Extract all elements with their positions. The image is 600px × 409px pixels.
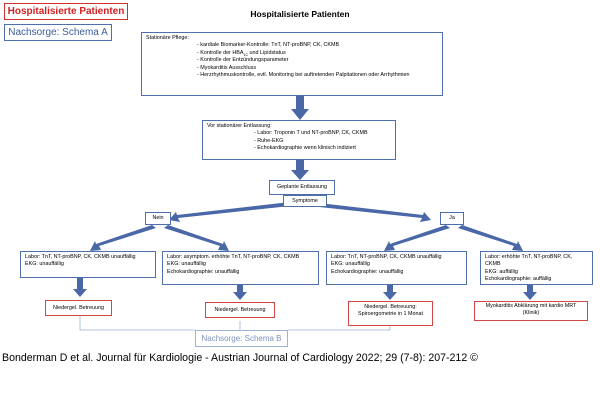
branch-line: EKG: unauffällig [167,261,206,268]
branch-line: Labor: TnT, NT-proBNP, CK, CKMB unauffäl… [25,254,136,260]
branch-line: EKG: auffällig [485,268,518,275]
arrow-to-branch-2 [164,225,229,251]
stationary-care-box: Stationäre Pflege: - kardiale Biomarker-… [141,32,443,96]
branch-line: Labor: TnT, NT-proBNP, CK, CKMB unauffäl… [331,254,442,260]
arrow-down-1 [291,96,309,120]
bracket-left [79,316,195,331]
pre-discharge-item: - Labor: Troponin T und NT-proBNP, CK, C… [254,130,368,137]
outcome-box-1: Niedergel. Betreuung [45,300,112,316]
outcome-line: Myokarditis Abklärung mit kardio MRT [485,303,577,309]
arrow-outcome-3 [383,285,397,300]
stationary-care-item: - Kontrolle der HBA1C und Lipidstatus [197,49,286,57]
outcome-line: Spiroergometrie in 1 Monat [357,311,424,318]
pre-discharge-item: - Echokardiographie wenn klinisch indizi… [254,145,356,152]
arrow-to-branch-4 [458,225,523,251]
arrow-to-nein [169,202,290,222]
outcome-box-2: Niedergel. Betreuung [205,302,275,318]
outcome-box-3: Niedergel. Betreuung: Spiroergometrie in… [348,301,433,326]
branch-line: EKG: unauffällig [331,261,370,268]
stationary-care-heading: Stationäre Pflege: [146,35,189,41]
hospitalized-tag: Hospitalisierte Patienten [4,3,128,20]
outcome-line: (Klinik) [522,310,540,317]
arrow-to-branch-1 [90,225,156,251]
branch-line: Labor: erhöhte TnT, NT-proBNP, CK, CKMB [485,254,573,268]
arrow-to-branch-3 [384,225,450,251]
stationary-care-item: - Myokarditis Ausschluss [197,64,257,71]
arrow-to-ja [310,202,431,222]
bracket-right [288,326,391,331]
followup-a-tag: Nachsorge: Schema A [4,24,112,41]
branch-box-4: Labor: erhöhte TnT, NT-proBNP, CK, CKMB … [480,251,593,285]
branch-line: Echokardiographie: auffällig [485,276,552,283]
no-box: Nein [145,212,171,225]
branch-line: EKG: unauffällig [25,261,64,268]
arrow-outcome-1 [73,278,87,297]
arrow-outcome-2 [233,285,247,300]
pre-discharge-item: - Ruhe-EKG [254,137,284,144]
branch-line: Labor: asymptom. erhöhte TnT, NT-proBNP,… [167,254,300,260]
branch-box-2: Labor: asymptom. erhöhte TnT, NT-proBNP,… [162,251,319,285]
arrow-outcome-4 [523,285,537,300]
branch-line: Echokardiographie: unauffällig [331,268,404,275]
stationary-care-item: - kardiale Biomarker-Kontrolle: TnT, NT-… [197,42,340,49]
planned-discharge-box: Geplante Entlassung [269,180,335,195]
chart-title: Hospitalisierte Patienten [250,9,350,19]
branch-line: Echokardiographie: unauffällig [167,268,240,275]
followup-b-box: Nachsorge: Schema B [195,330,288,347]
outcome-box-4: Myokarditis Abklärung mit kardio MRT (Kl… [474,301,588,321]
stationary-care-item: - Kontrolle der Entzündungsparameter [197,57,289,64]
yes-box: Ja [440,212,464,225]
outcome-line: Niedergel. Betreuung: [364,304,417,310]
pre-discharge-box: Vor stationärer Entlassung: - Labor: Tro… [202,120,396,160]
symptoms-box: Symptome [283,195,327,207]
pre-discharge-heading: Vor stationärer Entlassung: [207,123,272,129]
branch-box-3: Labor: TnT, NT-proBNP, CK, CKMB unauffäl… [326,251,467,285]
citation: Bonderman D et al. Journal für Kardiolog… [2,352,478,364]
stationary-care-item: - Herzrhythmuskontrolle, evtl. Monitorin… [197,72,410,79]
branch-box-1: Labor: TnT, NT-proBNP, CK, CKMB unauffäl… [20,251,156,278]
arrow-down-2 [291,160,309,180]
